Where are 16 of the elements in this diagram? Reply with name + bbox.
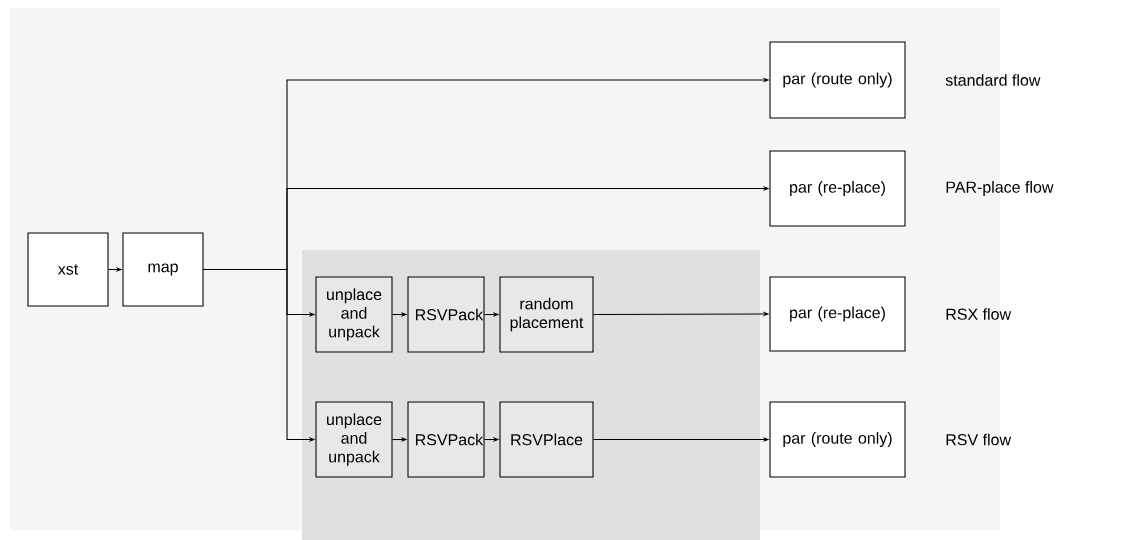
flow-label: PAR-place flow	[946, 181, 1054, 196]
process-box: unplace and unpack	[315, 276, 393, 353]
process-box: random placement	[499, 276, 594, 353]
process-box: RSVPack	[407, 401, 485, 478]
process-box: par (route only)	[769, 41, 906, 119]
flow-label: RSV flow	[946, 433, 1012, 446]
process-box: par (re-place)	[769, 276, 906, 352]
process-box: par (re-place)	[769, 150, 906, 227]
flow-label: RSX flow	[946, 308, 1012, 320]
flow-label: standard flow	[945, 74, 1041, 86]
process-box: RSVPlace	[499, 401, 594, 478]
process-box: par (route only)	[769, 401, 906, 478]
process-box: xst	[27, 232, 109, 307]
process-box: RSVPack	[407, 276, 485, 353]
process-box: map	[122, 232, 204, 307]
process-box: unplace and unpack	[315, 401, 393, 478]
